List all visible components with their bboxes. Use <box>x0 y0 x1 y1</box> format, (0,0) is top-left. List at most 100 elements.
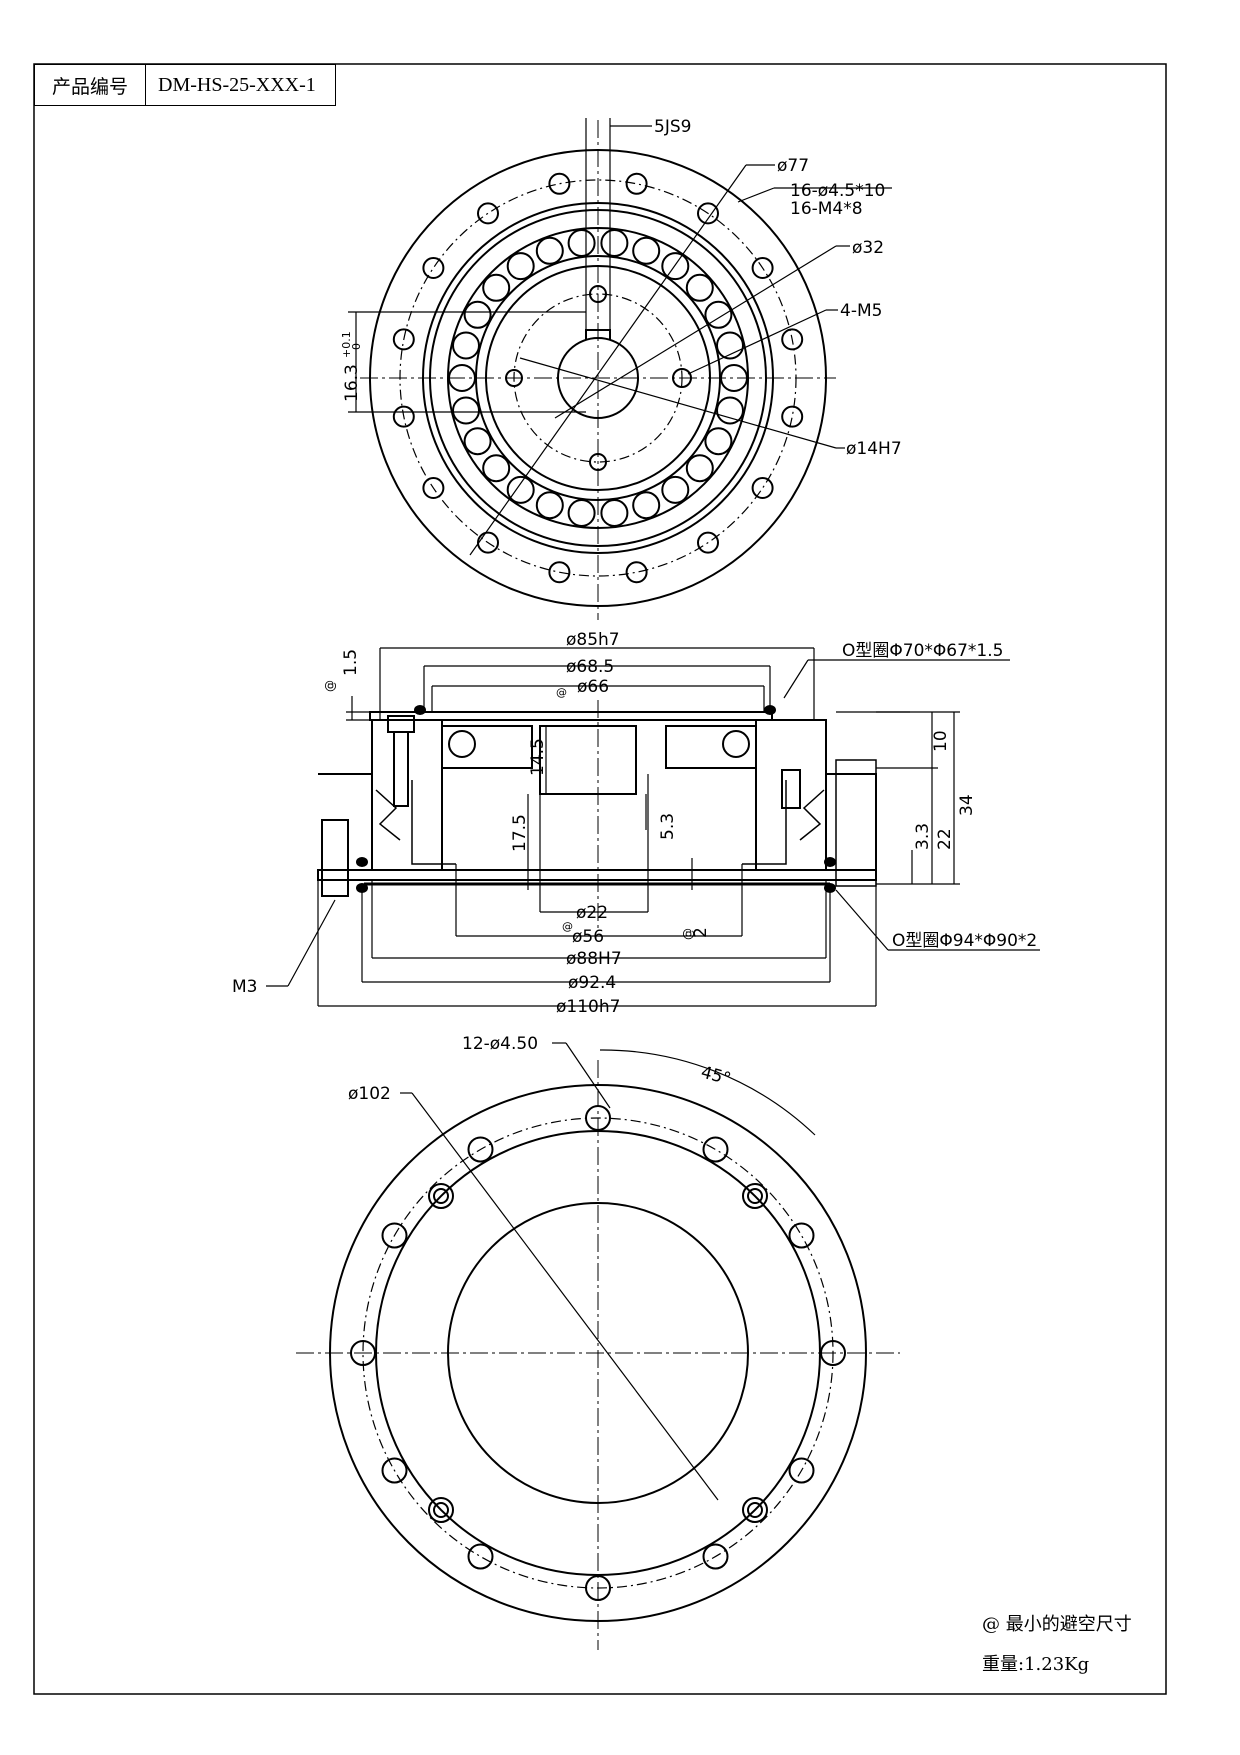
m5-holes <box>505 285 692 471</box>
dim-14-5: 14.5 <box>528 738 548 776</box>
mounting-hole <box>697 202 719 225</box>
sheet-border <box>33 63 1167 1695</box>
mark-at-2: @ <box>681 928 695 940</box>
mounting-holes-bottom <box>350 1105 846 1601</box>
lower-housing-sides <box>318 773 877 870</box>
right-bearing-ball <box>722 730 750 758</box>
dim-d88: ø88H7 <box>566 949 622 969</box>
m5-hole-top <box>589 285 607 303</box>
mounting-hole <box>548 561 571 584</box>
dim-d92: ø92.4 <box>568 973 616 993</box>
bearing-ball <box>720 364 748 392</box>
bottom-hole <box>381 1222 408 1249</box>
dim-d56: ø56 <box>572 927 604 947</box>
section-view <box>317 700 877 930</box>
bearing-ball <box>463 427 492 456</box>
dim-10: 10 <box>931 730 951 752</box>
bearing-ball <box>685 273 714 302</box>
mounting-hole <box>781 405 804 428</box>
counterbore-outer <box>742 1497 768 1523</box>
dim-17-5: 17.5 <box>510 814 530 852</box>
bearing-ball <box>535 491 564 520</box>
bearing-ball <box>704 300 733 329</box>
bearing-ball <box>600 229 629 257</box>
dim-d77: ø77 <box>777 156 809 176</box>
bearing-ball <box>716 331 744 360</box>
bearing-ball <box>685 454 714 483</box>
bearing-ball <box>452 331 480 360</box>
m5-hole-bottom <box>589 453 607 471</box>
mounting-hole <box>477 531 499 554</box>
dim-d22: ø22 <box>576 903 608 923</box>
dim-m3: M3 <box>232 977 257 997</box>
bearing-ball <box>482 454 511 483</box>
dim-d66: ø66 <box>577 677 609 697</box>
bottom-hole <box>820 1340 846 1366</box>
note-weight: 重量:1.23Kg <box>982 1654 1090 1675</box>
mounting-hole <box>422 477 445 499</box>
mounting-hole <box>392 405 415 428</box>
mounting-hole <box>625 561 648 584</box>
dim-holes-b: 16-M4*8 <box>790 199 863 219</box>
oring-mid-left <box>356 857 368 867</box>
bearing-ball <box>506 252 535 281</box>
mounting-hole <box>751 477 774 499</box>
inner-walls <box>411 780 787 865</box>
bottom-hole <box>702 1543 729 1570</box>
dim-m5: 4-M5 <box>840 301 882 321</box>
left-bearing-ball <box>448 730 476 758</box>
mark-at-1-5: @ <box>323 680 337 692</box>
title-block: 产品编号 DM-HS-25-XXX-1 <box>34 64 336 106</box>
bottom-view-leaders <box>400 1042 816 1501</box>
dim-34: 34 <box>957 794 977 816</box>
dim-d110: ø110h7 <box>556 997 620 1017</box>
dim-key-height: 16.3 <box>342 364 362 402</box>
section-dimension-labels: ø85h7 ø68.5 ø66 @ ø22 ø56 @ ø88H7 ø92.4 … <box>232 630 1037 1017</box>
counterbore-inner <box>747 1188 763 1204</box>
dim-d102: ø102 <box>348 1084 391 1104</box>
counterbore-outer <box>428 1497 454 1523</box>
bearing-ball <box>535 236 564 265</box>
bearing-ball <box>482 273 511 302</box>
note-min-clearance: @ 最小的避空尺寸 <box>982 1614 1132 1635</box>
bearing-ball <box>506 475 535 504</box>
dim-holes-a: 16-ø4.5*10 <box>790 181 885 201</box>
bearing-ball <box>632 236 661 265</box>
m3-screw <box>321 819 349 897</box>
dim-bottom-holes: 12-ø4.50 <box>462 1034 538 1054</box>
wave-generator-lips <box>375 789 825 841</box>
oring-top-left <box>414 705 426 715</box>
dim-key-tol-down: 0 <box>350 343 363 350</box>
counterbore-inner <box>747 1502 763 1518</box>
bottom-flange <box>317 869 877 881</box>
right-outer-housing <box>835 759 877 887</box>
right-upper-body <box>755 719 827 871</box>
product-number-label: 产品编号 <box>35 65 146 105</box>
bearing-balls <box>448 229 748 527</box>
left-bearing-cage <box>441 725 533 769</box>
bottom-hole <box>702 1136 729 1163</box>
bearing-ball <box>567 499 596 527</box>
bearing-ball <box>452 396 480 425</box>
right-bearing-cage <box>665 725 757 769</box>
dim-2: 2 <box>691 927 711 938</box>
mounting-hole <box>625 172 648 195</box>
dim-3-3: 3.3 <box>913 823 933 850</box>
mounting-hole <box>751 257 774 279</box>
bearing-ball <box>632 491 661 520</box>
mounting-hole <box>548 172 571 195</box>
dim-angle: 45° <box>699 1063 733 1090</box>
left-cap-screw-shank <box>393 731 409 807</box>
dim-22: 22 <box>935 828 955 850</box>
oring-mid-right <box>824 857 836 867</box>
top-view-labels: 5JS9 ø77 16-ø4.5*10 16-M4*8 ø32 4-M5 ø14… <box>340 117 902 459</box>
bottom-hole <box>788 1222 815 1249</box>
dim-keyway: 5JS9 <box>654 117 691 137</box>
m5-hole-left <box>505 369 523 387</box>
central-hub <box>539 725 637 795</box>
left-cap-screw-head <box>387 715 415 733</box>
oring-top-label: O型圈Φ70*Φ67*1.5 <box>842 641 1003 661</box>
counterbore-outer <box>742 1183 768 1209</box>
dim-5-3: 5.3 <box>658 813 678 840</box>
